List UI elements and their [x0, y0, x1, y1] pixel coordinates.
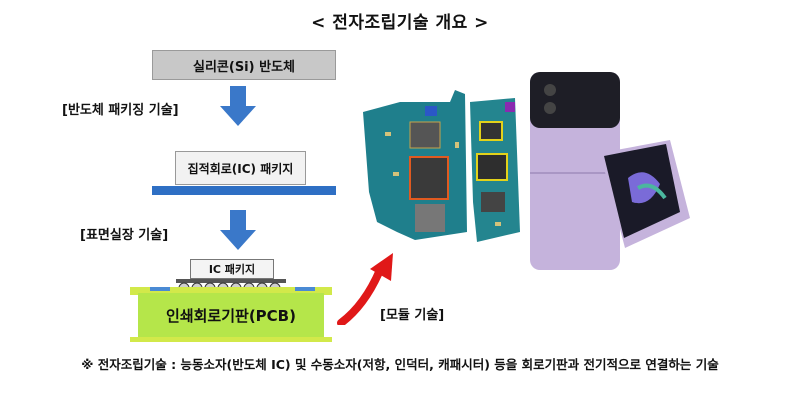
pcb-top-layer [130, 287, 332, 295]
silicon-label: 실리콘(Si) 반도체 [193, 59, 295, 75]
ic-package-label: 집적회로(IC) 패키지 [187, 161, 294, 176]
module-tech-label: [모듈 기술] [380, 308, 445, 323]
package-substrate [152, 186, 336, 195]
ic-package-box: 집적회로(IC) 패키지 [175, 151, 306, 185]
pcb-bottom-layer [130, 337, 332, 342]
foldable-phone-photo [530, 72, 690, 270]
silicon-semiconductor-box: 실리콘(Si) 반도체 [152, 50, 336, 80]
pcb-pad [295, 287, 315, 291]
curved-arrow-icon [337, 253, 393, 325]
chip-lead-frame [176, 279, 286, 283]
pcb-board: 인쇄회로기판(PCB) [138, 293, 324, 337]
pcb-label: 인쇄회로기판(PCB) [166, 306, 296, 325]
packaging-tech-label: [반도체 패키징 기술] [62, 103, 179, 118]
down-arrow-icon [220, 86, 256, 126]
ic-chip-label: IC 패키지 [208, 263, 256, 276]
page-title: < 전자조립기술 개요 > [311, 13, 489, 33]
pcb-pad [150, 287, 170, 291]
footnote: ※ 전자조립기술 : 능동소자(반도체 IC) 및 수동소자(저항, 인덕터, … [81, 357, 719, 372]
module-boards-photo [363, 90, 520, 242]
smt-tech-label: [표면실장 기술] [80, 228, 169, 243]
ic-chip-box: IC 패키지 [190, 259, 274, 279]
down-arrow-icon [220, 210, 256, 250]
